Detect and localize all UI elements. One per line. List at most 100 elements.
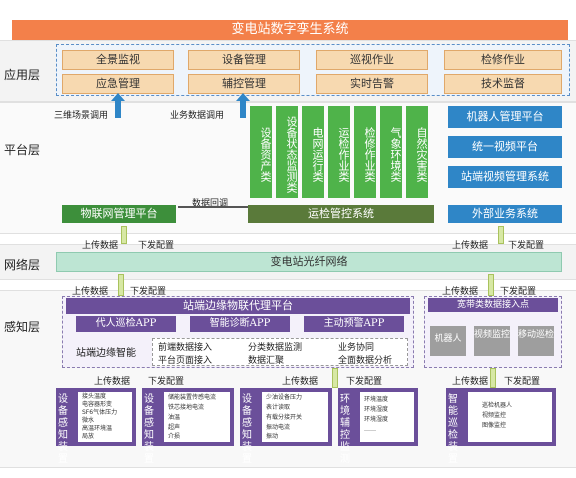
device-4-item-1: 环境温度 — [364, 396, 389, 403]
app-patrol-work[interactable]: 巡视作业 — [316, 50, 428, 70]
wideband-video[interactable]: 视频监控 — [474, 326, 510, 356]
device-1-item-5: 高温环境温 — [82, 425, 113, 432]
wideband-mobile-patrol[interactable]: 移动巡检 — [518, 326, 554, 356]
wideband-robot[interactable]: 机器人 — [430, 326, 466, 356]
edge-feature-6: 全面数据分析 — [338, 356, 393, 366]
upload-label-left: 上传数据 — [82, 241, 119, 251]
device-2-item-3: 油温 — [168, 414, 181, 421]
upload-label-b1: 上传数据 — [94, 377, 131, 387]
edge-app-diagnosis[interactable]: 智能诊断APP — [190, 316, 290, 332]
layer-label-network: 网络层 — [4, 258, 41, 272]
upload-label-left-2: 上传数据 — [72, 287, 109, 297]
device-box-5-list — [468, 392, 552, 442]
edge-feature-5: 数据汇聚 — [248, 356, 285, 366]
device-box-1-title: 设备感知装置 — [58, 394, 68, 465]
robot-mgmt-platform[interactable]: 机器人管理平台 — [448, 106, 562, 128]
device-5-item-1: 巡检机器人 — [482, 402, 513, 409]
app-maintenance-work[interactable]: 检修作业 — [444, 50, 562, 70]
wideband-access-title: 宽带类数据接入点 — [428, 298, 558, 312]
device-1-item-3: SF6气体压力 — [82, 409, 118, 416]
app-equipment-mgmt[interactable]: 设备管理 — [188, 50, 300, 70]
edge-app-patrol[interactable]: 代人巡检APP — [76, 316, 176, 332]
download-label-b1: 下发配置 — [148, 377, 185, 387]
device-5-item-2: 视频监控 — [482, 412, 507, 419]
platform-col-disaster[interactable]: 自然灾害类 — [406, 106, 428, 198]
arrow-updown-left — [121, 226, 127, 244]
device-2-item-2: 铁芯接地电流 — [168, 404, 205, 411]
device-2-item-1: 储能装置传感电流 — [168, 394, 217, 401]
device-3-item-5: 振动 — [266, 433, 279, 440]
layer-label-application: 应用层 — [4, 68, 41, 82]
note-3d-scene: 三维场景调用 — [54, 111, 109, 121]
app-realtime-alarm[interactable]: 实时告警 — [316, 74, 428, 94]
external-business-system[interactable]: 外部业务系统 — [448, 205, 562, 223]
edge-intelligence-label: 站端边缘智能 — [76, 348, 136, 359]
device-3-item-2: 表计读取 — [266, 404, 291, 411]
edge-feature-box — [152, 338, 408, 366]
device-3-item-1: 少油设备压力 — [266, 394, 303, 401]
app-panorama-monitor[interactable]: 全景监视 — [62, 50, 174, 70]
note-business-call: 业务数据调用 — [170, 111, 225, 121]
app-aux-control-mgmt[interactable]: 辅控管理 — [188, 74, 300, 94]
note-data-backflow: 数据回调 — [192, 199, 229, 209]
device-box-1[interactable]: 设备感知装置 接头温度 电容器形变 SF6气体压力 微水 高温环境温 局放 — [56, 388, 136, 465]
device-box-2-title: 设备感知装置 — [144, 394, 154, 465]
platform-col-maintenance-work[interactable]: 检修作业类 — [354, 106, 376, 198]
device-4-item-4: …… — [364, 426, 376, 433]
download-label-left-2: 下发配置 — [130, 287, 167, 297]
device-box-3-title: 设备感知装置 — [242, 394, 252, 465]
download-label-b3: 下发配置 — [504, 377, 541, 387]
unified-video-platform[interactable]: 统一视频平台 — [448, 136, 562, 158]
download-label-b2: 下发配置 — [346, 377, 383, 387]
edge-feature-1: 前端数据接入 — [158, 343, 213, 353]
device-box-2-list — [164, 392, 230, 442]
platform-col-asset[interactable]: 设备资产类 — [250, 106, 272, 198]
upload-label-right: 上传数据 — [452, 241, 489, 251]
arrow-up-business — [240, 98, 246, 118]
device-4-item-2: 环境湿度 — [364, 406, 389, 413]
device-box-3-list — [262, 392, 328, 442]
device-box-4[interactable]: 环境辅控监测 环境温度 环境湿度 环境湿度 …… — [338, 388, 418, 465]
system-title: 变电站数字孪生系统 — [12, 20, 568, 40]
edge-feature-2: 分类数据监测 — [248, 343, 303, 353]
edge-feature-3: 业务协同 — [338, 343, 375, 353]
arrow-updown-right-3 — [490, 368, 496, 388]
device-3-item-4: 振动电流 — [266, 424, 291, 431]
upload-label-b3: 上传数据 — [452, 377, 489, 387]
upload-label-b2: 上传数据 — [282, 377, 319, 387]
edge-iot-agent-platform[interactable]: 站端边缘物联代理平台 — [66, 298, 410, 314]
arrow-updown-left-2 — [118, 274, 124, 296]
platform-col-weather[interactable]: 气象环境类 — [380, 106, 402, 198]
arrow-updown-center — [332, 368, 338, 388]
device-box-2[interactable]: 设备感知装置 储能装置传感电流 铁芯接地电流 油温 超声 介损 — [142, 388, 234, 465]
arrow-up-3d — [115, 98, 121, 118]
device-box-1-list — [78, 392, 132, 442]
download-label-left: 下发配置 — [138, 241, 175, 251]
arrow-head-3d — [111, 93, 125, 101]
layer-label-perception: 感知层 — [4, 320, 41, 334]
device-box-3[interactable]: 设备感知装置 少油设备压力 表计读取 有载分接开关 振动电流 振动 — [240, 388, 332, 465]
edge-feature-4: 平台页面接入 — [158, 356, 213, 366]
station-video-mgmt[interactable]: 站端视频管理系统 — [448, 166, 562, 188]
device-box-5[interactable]: 智能巡检装置 巡检机器人 视频监控 图像监控 — [446, 388, 556, 465]
device-1-item-2: 电容器形变 — [82, 401, 113, 408]
ops-control-system[interactable]: 运检管控系统 — [248, 205, 434, 223]
platform-col-grid-operation[interactable]: 电网运行类 — [302, 106, 324, 198]
device-2-item-4: 超声 — [168, 424, 181, 431]
arrow-updown-right — [498, 226, 504, 244]
app-tech-supervision[interactable]: 技术监督 — [444, 74, 562, 94]
arrow-head-business — [236, 93, 250, 101]
device-2-item-5: 介损 — [168, 433, 181, 440]
backflow-line — [178, 206, 248, 208]
edge-app-warning[interactable]: 主动预警APP — [304, 316, 404, 332]
download-label-right-2: 下发配置 — [500, 287, 537, 297]
platform-col-ops-work[interactable]: 运检作业类 — [328, 106, 350, 198]
device-3-item-3: 有载分接开关 — [266, 414, 303, 421]
device-5-item-3: 图像监控 — [482, 422, 507, 429]
app-emergency-mgmt[interactable]: 应急管理 — [62, 74, 174, 94]
iot-mgmt-platform[interactable]: 物联网管理平台 — [62, 205, 176, 223]
device-box-4-list — [360, 392, 414, 442]
device-1-item-6: 局放 — [82, 433, 95, 440]
substation-fiber-network[interactable]: 变电站光纤网络 — [56, 252, 562, 272]
platform-col-status-monitor[interactable]: 设备状态监测类 — [276, 106, 298, 198]
